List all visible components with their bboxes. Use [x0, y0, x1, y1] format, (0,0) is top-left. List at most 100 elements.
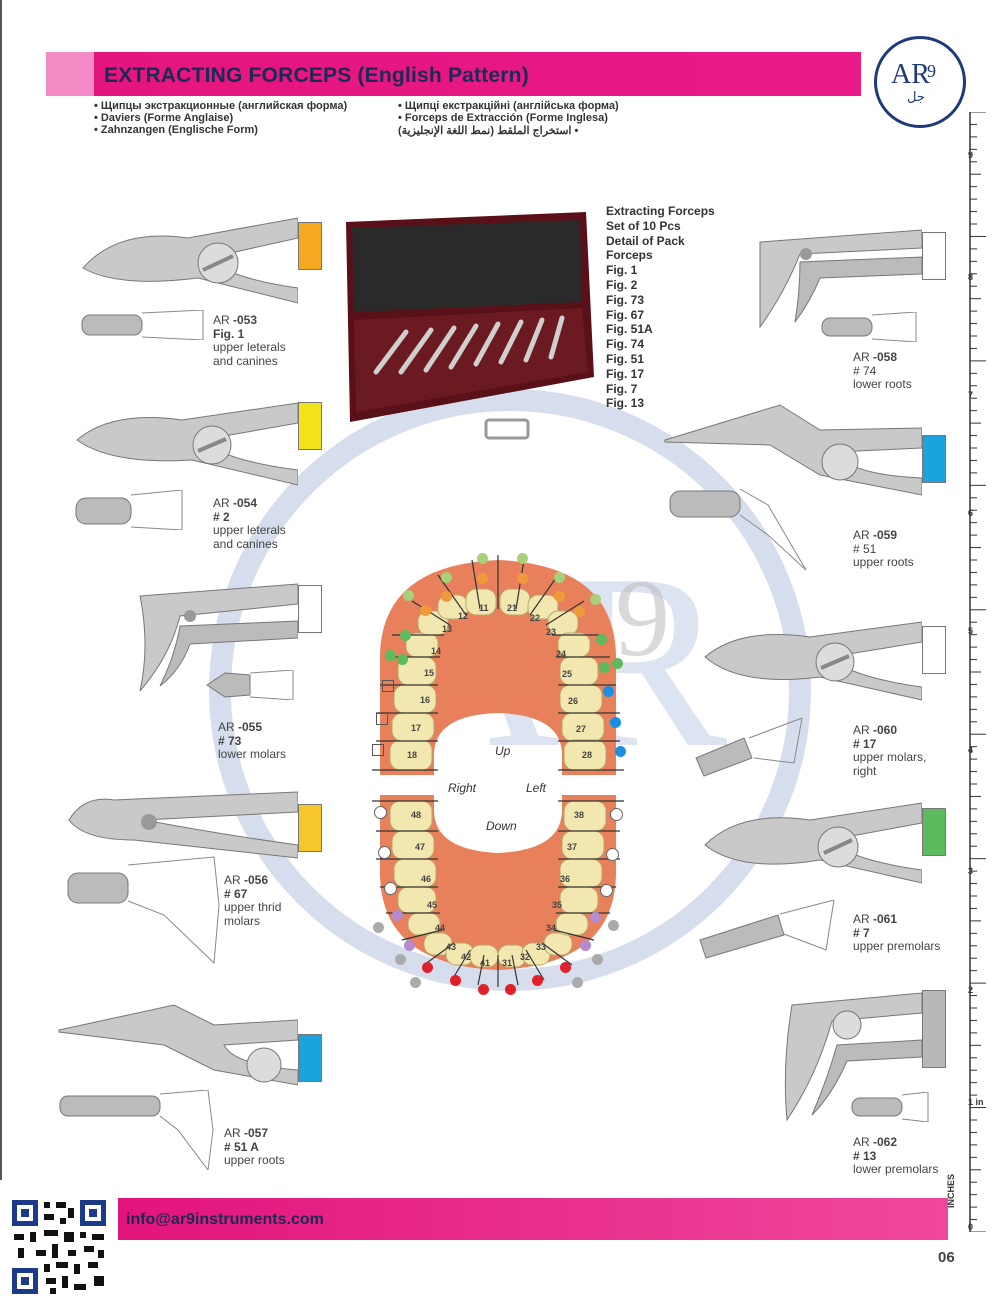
ruler-tick-label: 9	[968, 150, 974, 160]
legend-dot	[572, 977, 583, 988]
pack-line: Fig. 13	[606, 396, 645, 411]
legend-dot	[378, 846, 391, 859]
forceps-tip-059	[669, 488, 807, 571]
qr-code-icon	[10, 1198, 108, 1296]
pack-line: Fig. 51	[606, 351, 645, 366]
item-desc: upper leterals	[213, 340, 286, 354]
item-prefix: AR	[218, 720, 235, 734]
pack-line: Forceps	[606, 248, 653, 263]
subtitle: استخراج الملقط (نمط اللغة الإنجليزية) •	[398, 125, 579, 137]
color-swatch-white	[922, 626, 946, 674]
legend-dot	[592, 954, 603, 965]
tooth-number: 12	[458, 611, 469, 621]
subtitle: • Forceps de Extracción (Forme Inglesa)	[398, 112, 608, 124]
tooth-number: 21	[507, 603, 518, 613]
legend-dot	[403, 590, 414, 601]
forceps-image-059	[664, 404, 922, 496]
tooth-number: 37	[567, 842, 578, 852]
item-desc: and canines	[213, 353, 278, 368]
item-fig: # 73	[218, 733, 242, 748]
legend-dot	[610, 717, 621, 728]
legend-dot	[517, 573, 528, 584]
item-code: -061	[873, 912, 898, 926]
ruler-tick-label: 0	[968, 1222, 974, 1232]
item-fig: # 2	[213, 509, 230, 524]
pack-line: Extracting Forceps	[606, 204, 715, 218]
forceps-tip-062	[851, 1092, 929, 1122]
tooth-number: 25	[562, 669, 573, 679]
legend-dot	[615, 746, 626, 757]
forceps-image-057	[58, 1004, 298, 1086]
color-swatch-green	[922, 808, 946, 856]
legend-dot	[505, 984, 516, 995]
forceps-tip-060	[695, 718, 803, 777]
subtitle: • Zahnzangen (Englische Form)	[94, 124, 258, 136]
item-code: -062	[873, 1135, 898, 1149]
tooth-number: 14	[431, 646, 442, 656]
item-prefix: AR	[853, 528, 870, 542]
tooth-number: 13	[442, 624, 453, 634]
tooth-number: 43	[446, 942, 457, 952]
legend-square	[382, 680, 394, 692]
item-desc: upper thrid	[224, 900, 282, 914]
item-fig: # 67	[224, 886, 248, 901]
forceps-tip-057	[59, 1090, 214, 1170]
legend-dot	[517, 553, 528, 564]
contact-email[interactable]: info@ar9instruments.com	[126, 1211, 324, 1228]
color-swatch-blue	[298, 1034, 322, 1082]
forceps-tip-058	[821, 312, 917, 342]
ruler-tick-label: 4	[968, 745, 974, 755]
forceps-image-060	[704, 621, 922, 701]
item-label-061: AR -061 # 7 upper premolars	[853, 912, 940, 954]
item-label-054: AR -054 # 2 upper leterals and canines	[213, 496, 286, 551]
forceps-case-image	[346, 212, 594, 440]
legend-dot	[580, 940, 591, 951]
chart-label-right: Right	[448, 781, 477, 795]
legend-dot	[600, 884, 613, 897]
legend-dot	[441, 591, 452, 602]
subtitle: • Щипці екстракційні (англійська форма)	[398, 100, 619, 112]
tooth-number: 38	[574, 810, 585, 820]
forceps-tip-061	[699, 900, 835, 959]
color-swatch-white	[922, 232, 946, 280]
ruler-tick-label: 7	[968, 390, 974, 400]
item-prefix: AR	[224, 873, 241, 887]
item-label-057: AR -057 # 51 A upper roots	[224, 1126, 285, 1168]
brand-logo: AR 9 جل	[874, 36, 966, 128]
subtitles-left: • Щипцы экстракционные (английская форма…	[94, 100, 347, 136]
item-label-053: AR -053 Fig. 1 upper leterals and canine…	[213, 313, 286, 368]
legend-dot	[606, 848, 619, 861]
item-fig: # 17	[853, 736, 877, 751]
item-code: -060	[873, 723, 898, 737]
ruler-tick-label: 5	[968, 626, 974, 636]
tooth-number: 32	[520, 952, 531, 962]
tooth-number: 18	[407, 750, 418, 760]
forceps-tip-053	[81, 310, 204, 340]
tooth-number: 45	[427, 900, 438, 910]
tooth-number: 16	[420, 695, 431, 705]
item-desc: upper leterals	[213, 523, 286, 537]
forceps-image-056	[68, 791, 298, 859]
legend-dot	[397, 654, 408, 665]
legend-dot	[441, 572, 452, 583]
subtitles-right: • Щипці екстракційні (англійська форма) …	[398, 100, 619, 137]
pack-line: Fig. 1	[606, 263, 638, 278]
forceps-image-061	[704, 802, 922, 884]
tooth-number: 48	[411, 810, 422, 820]
item-label-062: AR -062 # 13 lower premolars	[853, 1135, 938, 1177]
legend-dot	[554, 591, 565, 602]
item-fig: Fig. 1	[213, 326, 245, 341]
legend-dot	[590, 594, 601, 605]
legend-dot	[450, 975, 461, 986]
tooth-number: 46	[421, 874, 432, 884]
item-fig: # 51	[853, 541, 877, 556]
forceps-tip-056	[67, 856, 220, 965]
legend-dot	[400, 630, 411, 641]
tooth-number: 15	[424, 668, 435, 678]
page-border	[0, 0, 2, 1180]
tooth-number: 28	[582, 750, 593, 760]
item-desc: lower molars	[218, 747, 287, 761]
legend-dot	[410, 977, 421, 988]
pack-line: Set of 10 Pcs	[606, 218, 681, 233]
forceps-image-053	[82, 217, 298, 304]
